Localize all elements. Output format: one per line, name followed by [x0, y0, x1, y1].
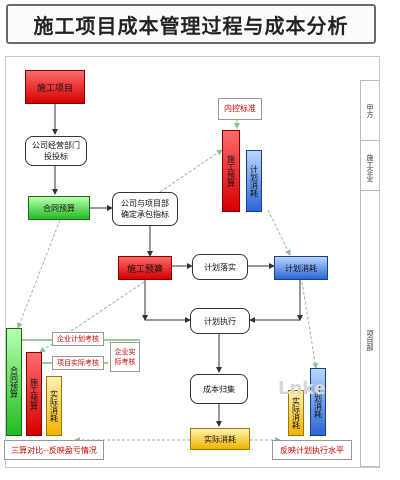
construction-budget-box: 施工预算 — [118, 256, 172, 280]
caption-right: 反映计划执行水平 — [272, 440, 352, 460]
sidebar-label-owner: 甲方 — [366, 104, 374, 118]
plan-consume-bar-top: 计划消耗 — [246, 150, 262, 212]
caption-left: 三算对比--反映盈亏情况 — [4, 440, 104, 460]
plan-execute-box: 计划执行 — [190, 308, 250, 334]
company-dept-box: 公司经营部门 投投标 — [25, 136, 87, 166]
contract-budget-bar: 合同预算 — [6, 328, 22, 436]
sidebar-label-company: 施工企业 — [366, 154, 374, 182]
plan-consume-bar: 计划消耗 — [310, 368, 326, 436]
actual-consume-box: 实际消耗 — [190, 428, 250, 450]
sidebar-divider — [360, 140, 380, 141]
internal-standard-box: 内控标准 — [218, 98, 262, 120]
contract-budget-box: 合同预算 — [28, 196, 90, 220]
cost-collect-box: 成本归集 — [190, 374, 248, 404]
watermark: Lnke — [278, 378, 326, 399]
project-box: 施工项目 — [25, 70, 85, 104]
company-plan-exam-label: 企业计划考核 — [52, 332, 104, 346]
construction-budget-bar-top: 施工预算 — [222, 130, 240, 212]
actual-consume-bar-left: 实际消耗 — [46, 376, 62, 436]
page-title: 施工项目成本管理过程与成本分析 — [6, 4, 376, 44]
sidebar-divider — [360, 190, 380, 191]
company-project-dept-box: 公司与项目部 确定承包指标 — [112, 192, 178, 226]
project-actual-exam-label: 项目实际考核 — [52, 356, 104, 370]
actual-consume-bar-right: 实际消耗 — [288, 390, 304, 436]
sidebar-divider — [360, 466, 380, 467]
company-actual-exam-label: 企业实 际考核 — [110, 342, 140, 372]
plan-implement-box: 计划落实 — [192, 254, 248, 280]
sidebar-divider — [360, 80, 380, 81]
diagram-frame — [5, 56, 380, 468]
sidebar-line — [360, 80, 361, 466]
construction-budget-bar: 施工预算 — [26, 352, 42, 436]
plan-consume-box: 计划消耗 — [274, 256, 328, 280]
sidebar-label-project-dept: 项目部 — [366, 329, 374, 351]
